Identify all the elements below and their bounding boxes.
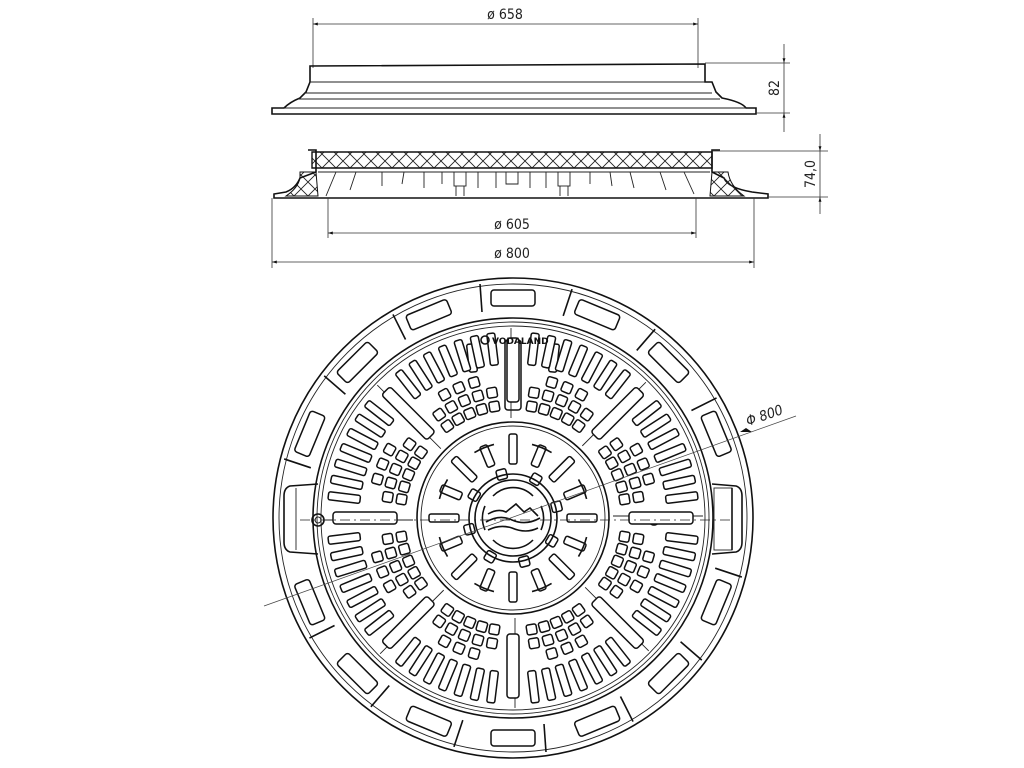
plan-view: VODALAND Φ 800: [263, 277, 797, 759]
logo-text: VODALAND: [492, 337, 549, 347]
dim-plan-diameter: Φ 800: [744, 402, 785, 429]
dim-cover-height: 82: [767, 80, 783, 96]
dim-outer-diameter: ø 800: [494, 246, 530, 262]
dim-frame-height: 74,0: [803, 160, 819, 188]
dim-top-width: ø 658: [487, 7, 523, 23]
brand-logo: VODALAND: [480, 335, 549, 347]
center-emblem: [468, 473, 558, 563]
side-elevation-view: ø 658 82: [271, 7, 790, 132]
dim-clear-opening: ø 605: [494, 217, 530, 233]
section-view: 74,0 ø 605 ø 800: [271, 134, 828, 268]
